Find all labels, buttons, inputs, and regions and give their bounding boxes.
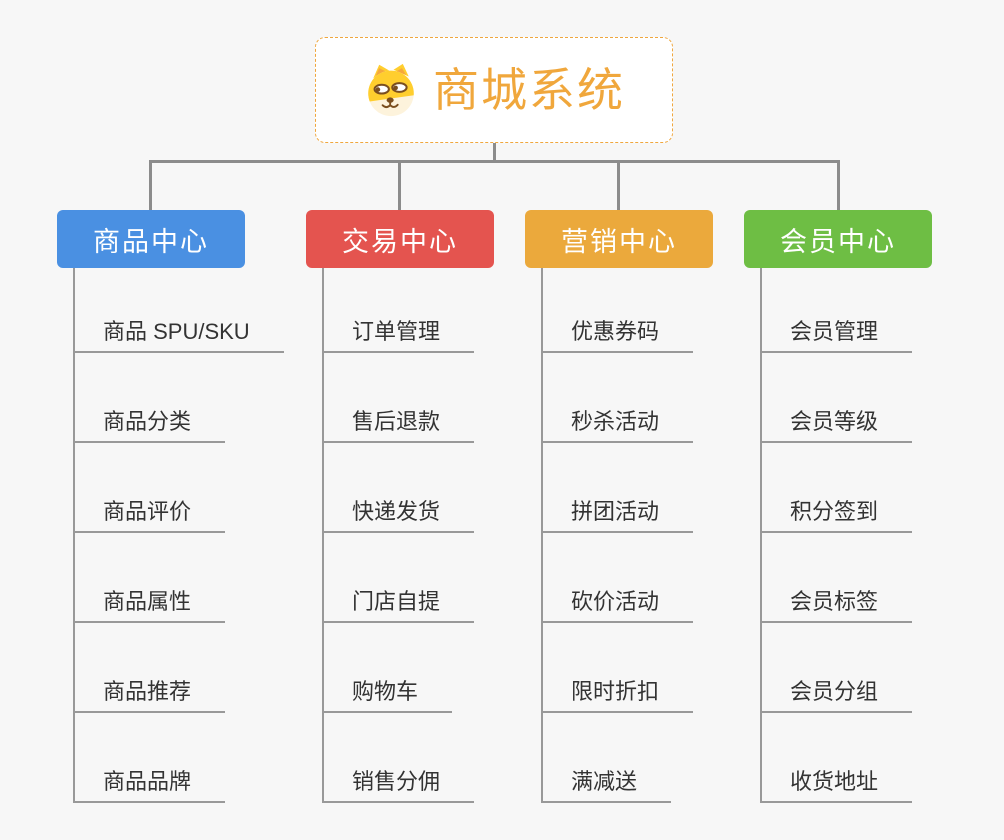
- topic-item[interactable]: 订单管理: [324, 268, 475, 353]
- branch-drop-connector: [617, 160, 620, 210]
- topic-item[interactable]: 收货地址: [762, 713, 913, 803]
- branch-items: 会员管理 会员等级 积分签到 会员标签 会员分组 收货地址: [760, 268, 913, 803]
- root-stem-connector: [493, 142, 496, 162]
- topic-item[interactable]: 销售分佣: [324, 713, 475, 803]
- topic-item[interactable]: 满减送: [543, 713, 672, 803]
- branch-connector-bar: [149, 160, 840, 163]
- branch-product-center: 商品中心 商品 SPU/SKU 商品分类 商品评价 商品属性 商品推荐 商品品牌: [57, 210, 284, 803]
- topic-item[interactable]: 秒杀活动: [543, 353, 694, 443]
- branch-header[interactable]: 商品中心: [57, 210, 245, 268]
- topic-item[interactable]: 优惠券码: [543, 268, 694, 353]
- topic-item[interactable]: 会员管理: [762, 268, 913, 353]
- topic-item[interactable]: 售后退款: [324, 353, 475, 443]
- branch-items: 订单管理 售后退款 快递发货 门店自提 购物车 销售分佣: [322, 268, 475, 803]
- root-title: 商城系统: [433, 64, 625, 116]
- topic-item[interactable]: 拼团活动: [543, 443, 694, 533]
- branch-marketing-center: 营销中心 优惠券码 秒杀活动 拼团活动 砍价活动 限时折扣 满减送: [525, 210, 713, 803]
- branch-items: 优惠券码 秒杀活动 拼团活动 砍价活动 限时折扣 满减送: [541, 268, 694, 803]
- branch-items: 商品 SPU/SKU 商品分类 商品评价 商品属性 商品推荐 商品品牌: [73, 268, 284, 803]
- topic-item[interactable]: 购物车: [324, 623, 453, 713]
- topic-item[interactable]: 快递发货: [324, 443, 475, 533]
- topic-item[interactable]: 会员标签: [762, 533, 913, 623]
- topic-item[interactable]: 会员等级: [762, 353, 913, 443]
- topic-item[interactable]: 商品推荐: [75, 623, 226, 713]
- topic-item[interactable]: 会员分组: [762, 623, 913, 713]
- topic-item[interactable]: 积分签到: [762, 443, 913, 533]
- topic-item[interactable]: 砍价活动: [543, 533, 694, 623]
- dog-face-icon: [363, 63, 419, 117]
- branch-drop-connector: [398, 160, 401, 210]
- topic-item[interactable]: 门店自提: [324, 533, 475, 623]
- topic-item[interactable]: 商品分类: [75, 353, 226, 443]
- branch-header[interactable]: 会员中心: [744, 210, 932, 268]
- topic-item[interactable]: 商品 SPU/SKU: [75, 268, 284, 353]
- branch-member-center: 会员中心 会员管理 会员等级 积分签到 会员标签 会员分组 收货地址: [744, 210, 932, 803]
- branch-header[interactable]: 营销中心: [525, 210, 713, 268]
- branch-drop-connector: [149, 160, 152, 210]
- topic-item[interactable]: 商品属性: [75, 533, 226, 623]
- branch-trade-center: 交易中心 订单管理 售后退款 快递发货 门店自提 购物车 销售分佣: [306, 210, 494, 803]
- topic-item[interactable]: 商品评价: [75, 443, 226, 533]
- branch-drop-connector: [837, 160, 840, 210]
- topic-item[interactable]: 限时折扣: [543, 623, 694, 713]
- topic-item[interactable]: 商品品牌: [75, 713, 226, 803]
- root-node[interactable]: 商城系统: [315, 37, 673, 143]
- branch-header[interactable]: 交易中心: [306, 210, 494, 268]
